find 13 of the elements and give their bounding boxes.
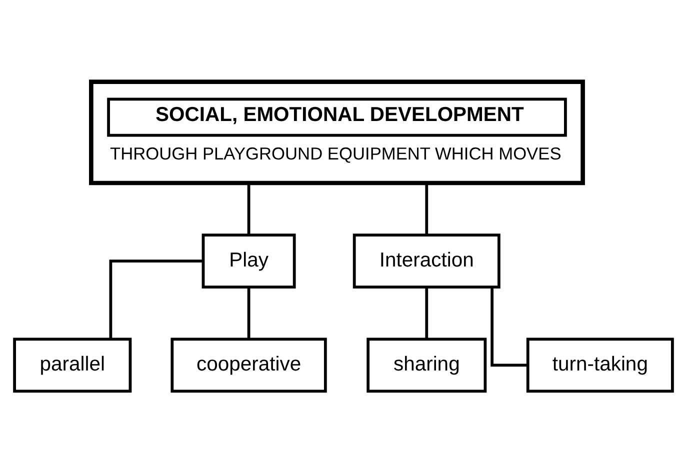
connector [490, 286, 528, 366]
node-box: parallel [13, 337, 132, 392]
node-box: Play [202, 233, 296, 288]
connector [247, 286, 250, 338]
connector [109, 259, 204, 338]
node-box: Interaction [352, 233, 500, 288]
node-box: SOCIAL, EMOTIONAL DEVELOPMENT THROUGH PLAYGROUND EQUIPMENT WHICH MOVES [89, 79, 585, 185]
connector [247, 182, 250, 234]
node-box: turn-taking [526, 337, 674, 392]
node-box: cooperative [170, 337, 327, 392]
connector [425, 286, 428, 338]
connector [425, 182, 428, 234]
node-box: sharing [366, 337, 487, 392]
